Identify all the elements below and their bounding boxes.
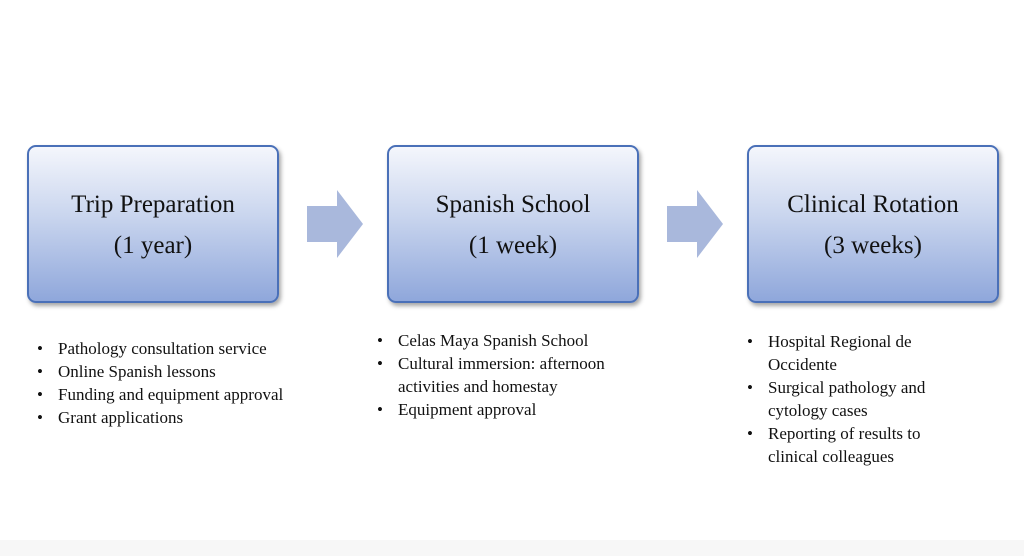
bullet-icon: • — [37, 339, 43, 358]
stage-box-trip-preparation: Trip Preparation (1 year) — [27, 145, 279, 303]
bullet-list-trip-preparation: •Pathology consultation service •Online … — [34, 337, 334, 429]
list-item: •Online Spanish lessons — [37, 362, 216, 381]
stage-duration: (3 weeks) — [824, 232, 922, 259]
list-item: •Reporting of results to clinical collea… — [747, 424, 921, 466]
bullet-icon: • — [37, 408, 43, 427]
list-item: •Equipment approval — [377, 400, 537, 419]
list-item: •Funding and equipment approval — [37, 385, 284, 404]
list-item: •Celas Maya Spanish School — [377, 331, 589, 350]
bullet-icon: • — [377, 354, 383, 373]
bullet-list-clinical-rotation: •Hospital Regional de Occidente •Surgica… — [744, 330, 974, 468]
stage-duration: (1 week) — [468, 232, 558, 259]
list-item: •Surgical pathology and cytology cases — [747, 378, 926, 420]
bullet-icon: • — [37, 362, 43, 381]
bullet-list-spanish-school: •Celas Maya Spanish School •Cultural imm… — [374, 329, 644, 421]
stage-title: Spanish School — [435, 191, 591, 218]
bullet-icon: • — [747, 332, 753, 351]
stage-box-spanish-school: Spanish School (1 week) — [387, 145, 639, 303]
stage-duration: (1 year) — [113, 232, 193, 259]
bullet-icon: • — [377, 400, 383, 419]
arrow-right-icon — [667, 190, 723, 258]
bullet-icon: • — [747, 378, 753, 397]
stage-box-clinical-rotation: Clinical Rotation (3 weeks) — [747, 145, 999, 303]
bullet-icon: • — [377, 331, 383, 350]
list-item: •Pathology consultation service — [37, 339, 267, 358]
arrow-right-icon — [307, 190, 363, 258]
bottom-strip — [0, 540, 1024, 556]
stage-title: Clinical Rotation — [787, 191, 959, 218]
list-item: •Hospital Regional de Occidente — [747, 332, 912, 374]
list-item: •Grant applications — [37, 408, 184, 427]
bullet-icon: • — [37, 385, 43, 404]
list-item: •Cultural immersion: afternoon activitie… — [377, 354, 605, 396]
stage-title: Trip Preparation — [71, 191, 235, 218]
bullet-icon: • — [747, 424, 753, 443]
